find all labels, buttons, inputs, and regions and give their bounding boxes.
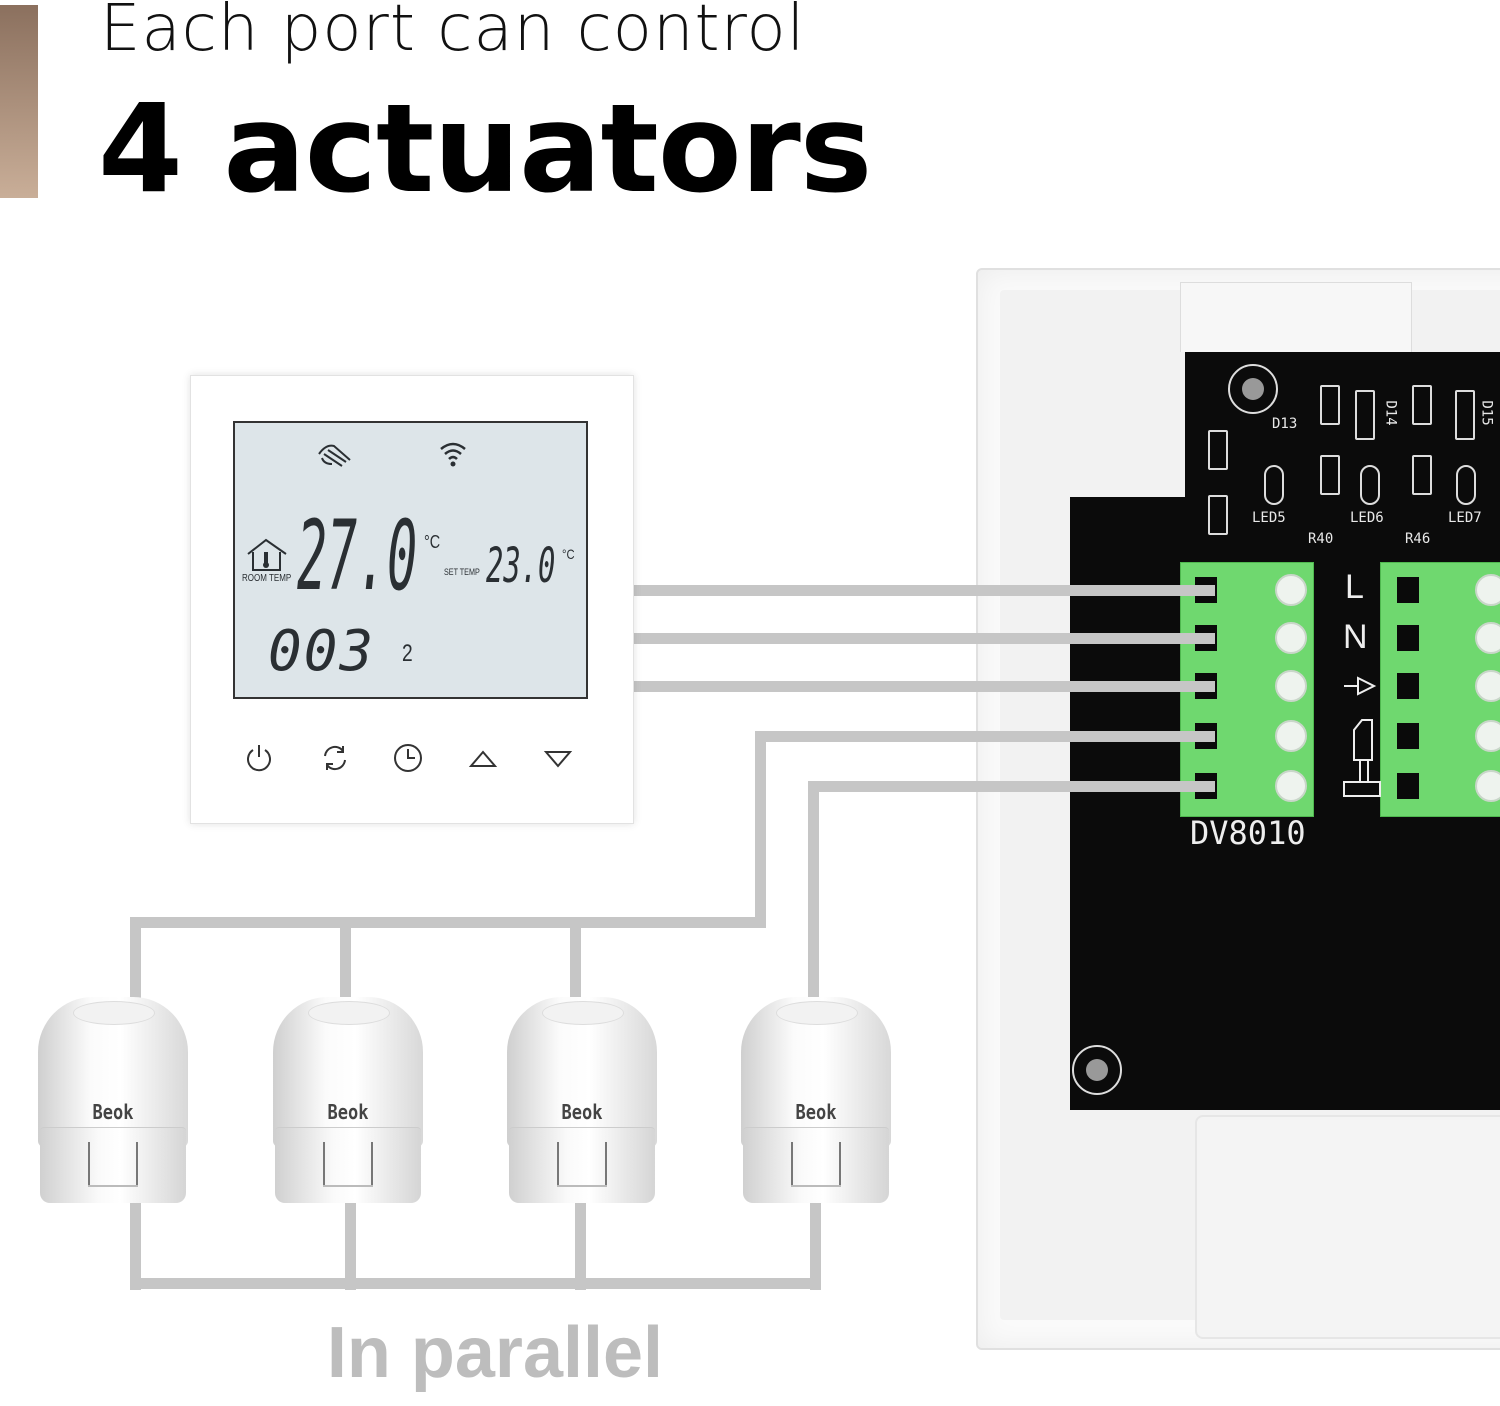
terminal-port[interactable] (1397, 577, 1419, 603)
wire-neutral (632, 633, 1215, 644)
screw-icon (1228, 364, 1278, 414)
terminal-port[interactable] (1397, 673, 1419, 699)
pcb-label-d14: D14 (1382, 400, 1399, 426)
pcb-label-led7: LED7 (1448, 510, 1482, 526)
triangle-down-icon (543, 751, 573, 768)
time-display: 003 (268, 619, 376, 684)
wire-drop (570, 917, 581, 1017)
screw-icon (1275, 770, 1307, 802)
terminal-port[interactable] (1397, 625, 1419, 651)
wire-drop (130, 917, 141, 1017)
valve-symbol-icon (1343, 676, 1381, 797)
resistor (1412, 385, 1432, 425)
diode (1455, 390, 1475, 440)
pcb-label-r46: R46 (1405, 531, 1431, 547)
wire-output (632, 681, 1215, 692)
wire-return (575, 1200, 586, 1290)
actuator-brand: Beok (561, 1100, 603, 1124)
pcb-notch (1070, 352, 1185, 497)
caption-in-parallel: In parallel (326, 1313, 664, 1393)
clock-button[interactable] (391, 741, 425, 775)
screw-icon (1475, 622, 1500, 654)
resistor (1208, 495, 1228, 535)
wifi-icon (440, 442, 466, 467)
mode-button[interactable] (318, 741, 352, 775)
room-temp-label: ROOM TEMP (242, 573, 292, 584)
headline-title: 4 actuators (98, 78, 872, 220)
wire-drop (340, 917, 351, 1017)
wire-actuator-b (808, 781, 819, 1011)
pcb-label-led5: LED5 (1252, 510, 1286, 526)
screw-icon (1475, 574, 1500, 606)
actuator-4: Beok (741, 997, 891, 1212)
room-temp-unit: °C (424, 532, 441, 552)
diode (1355, 390, 1375, 440)
pcb-model-label: DV8010 (1190, 814, 1306, 852)
enclosure-clip (1195, 1115, 1500, 1339)
headline-subtitle: Each port can control (100, 0, 806, 66)
set-temp-value: 23.0 (486, 538, 556, 594)
wire-return (130, 1200, 141, 1290)
wire-actuator-a (130, 917, 766, 928)
screw-icon (1072, 1045, 1122, 1095)
wire-actuator-b (808, 781, 1215, 792)
actuator-brand: Beok (795, 1100, 837, 1124)
thermostat-lcd (233, 421, 588, 699)
set-temp-label: SET TEMP (444, 567, 480, 577)
terminal-port[interactable] (1397, 773, 1419, 799)
wire-actuator-a (755, 731, 766, 928)
pcb-label-d13: D13 (1272, 416, 1298, 432)
resistor (1320, 385, 1340, 425)
wire-return (810, 1200, 821, 1290)
room-temp-value: 27.0 (297, 500, 418, 612)
clock-icon (394, 744, 422, 772)
accent-bar (0, 5, 38, 198)
power-icon (247, 745, 271, 772)
actuator-1: Beok (38, 997, 188, 1212)
screw-icon (1475, 720, 1500, 752)
wire-live (632, 585, 1215, 596)
triangle-up-icon (468, 750, 498, 767)
down-button[interactable] (541, 741, 575, 775)
pcb-label-r40: R40 (1308, 531, 1334, 547)
actuator-brand: Beok (92, 1100, 134, 1124)
led (1456, 465, 1476, 505)
screw-icon (1275, 622, 1307, 654)
wire-return (345, 1200, 356, 1290)
wire-actuator-a (755, 731, 1215, 742)
hand-icon (318, 444, 351, 467)
day-display: 2 (402, 640, 413, 667)
resistor (1208, 430, 1228, 470)
house-thermometer-icon (247, 538, 287, 571)
actuator-3: Beok (507, 997, 657, 1212)
pcb-label-d15: D15 (1478, 400, 1495, 426)
wire-return-bus (130, 1278, 821, 1289)
up-button[interactable] (466, 741, 500, 775)
led (1264, 465, 1284, 505)
terminal-label-neutral: N (1343, 618, 1368, 656)
resistor (1320, 455, 1340, 495)
pcb-label-led6: LED6 (1350, 510, 1384, 526)
terminal-label-live: L (1345, 568, 1364, 606)
screw-icon (1275, 720, 1307, 752)
screw-icon (1275, 574, 1307, 606)
screw-icon (1275, 670, 1307, 702)
cycle-icon (324, 745, 346, 771)
led (1360, 465, 1380, 505)
screw-icon (1475, 670, 1500, 702)
screw-icon (1475, 770, 1500, 802)
power-button[interactable] (242, 741, 276, 775)
terminal-port[interactable] (1397, 723, 1419, 749)
actuator-brand: Beok (327, 1100, 369, 1124)
resistor (1412, 455, 1432, 495)
set-temp-unit: °C (562, 546, 575, 562)
actuator-2: Beok (273, 997, 423, 1212)
